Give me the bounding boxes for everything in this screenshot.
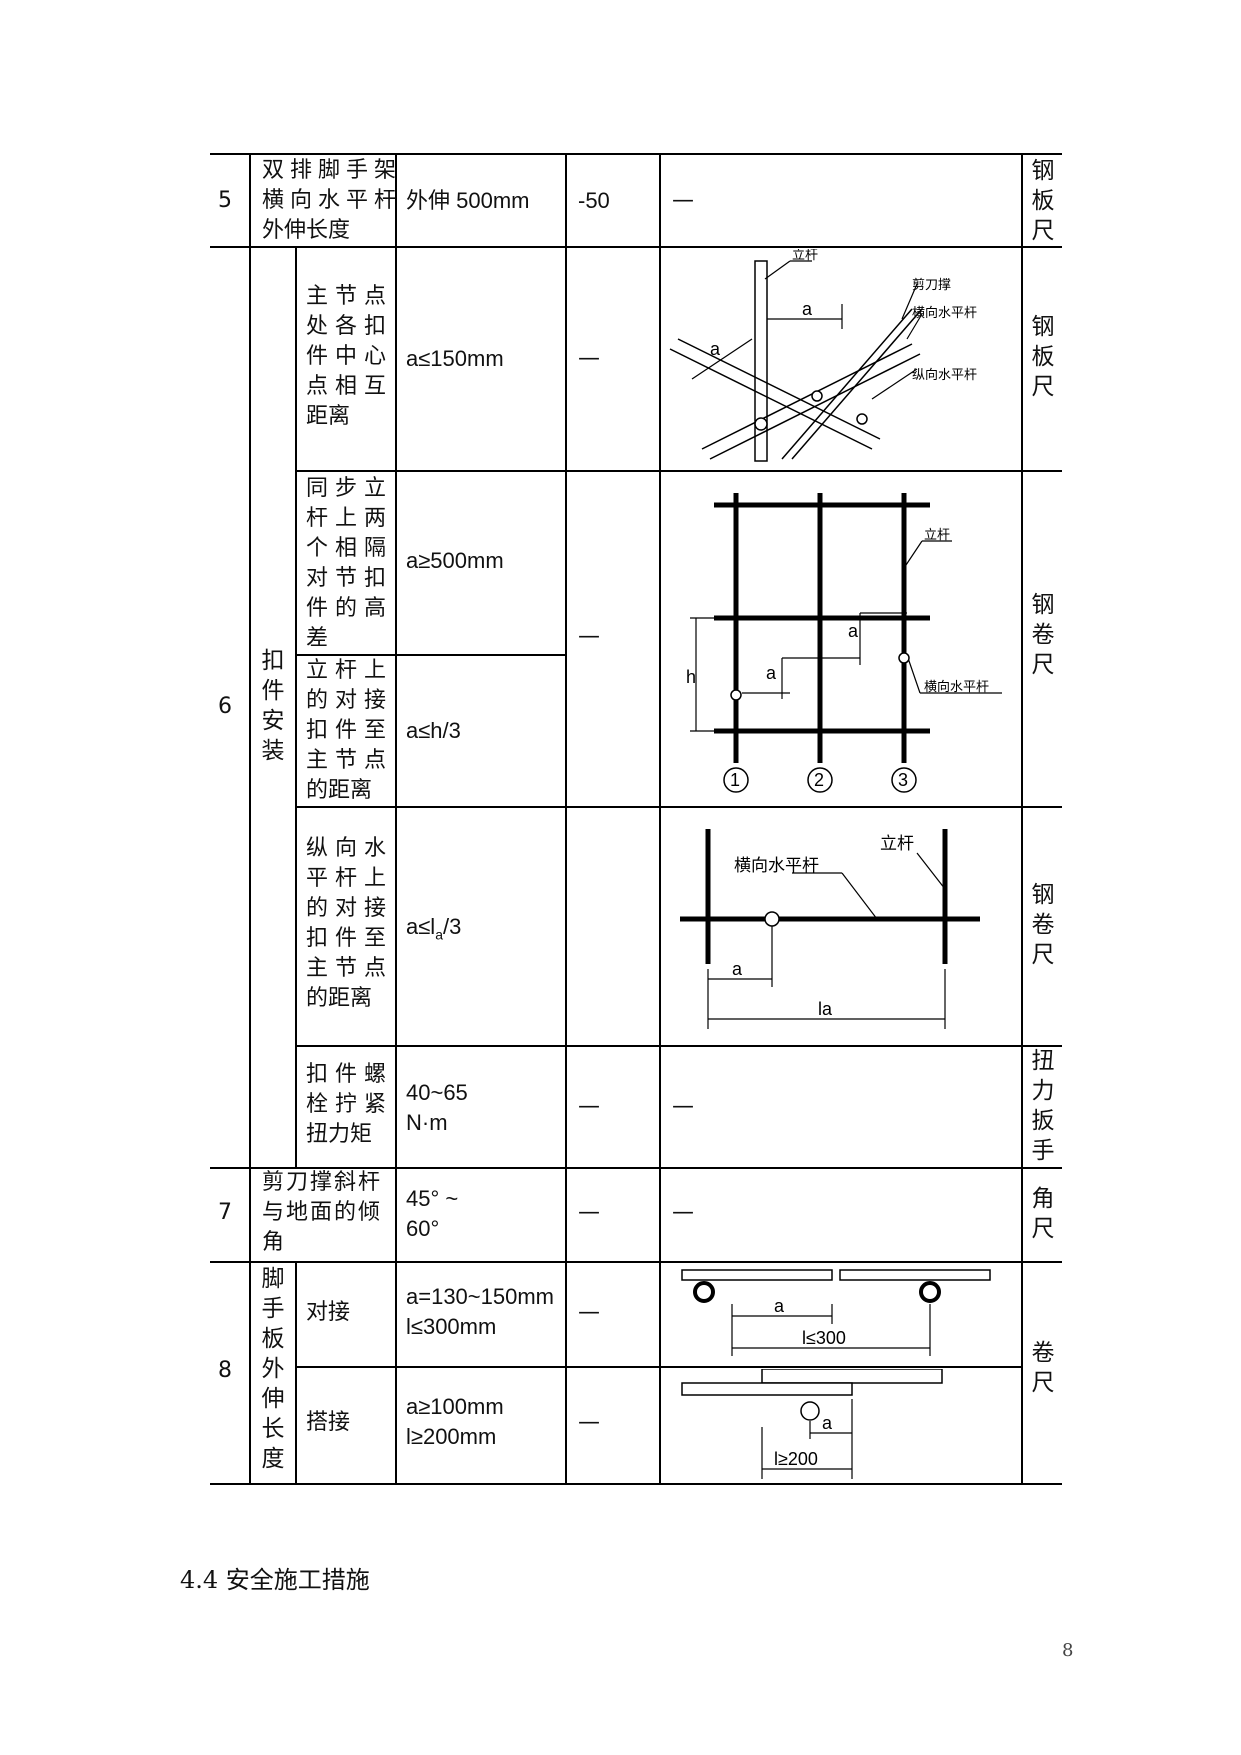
d2-label-1: 立杆 <box>924 528 950 543</box>
d1-label-2: 剪刀撑 <box>912 277 951 293</box>
row-5-diagram: — <box>672 188 694 213</box>
row-6d-item: 纵 向 水 平 杆 上 的 对 接 扣 件 至 主 节 点 的距离 <box>306 836 386 1011</box>
row-8a-tolerance: — <box>578 1300 600 1325</box>
d1-label-4: 纵向水平杆 <box>912 367 977 383</box>
d1-label-1: 立杆 <box>792 249 818 263</box>
row-8a-item: 对接 <box>306 1300 351 1325</box>
row-5-item: 双排脚手架 横向水平杆 外伸长度 <box>262 158 403 243</box>
d2-dim-h: h <box>686 667 696 687</box>
d2-circle-1: 1 <box>730 770 740 790</box>
row-8b-tolerance: — <box>578 1410 600 1435</box>
row-7-standard: 45° ~ 60° <box>406 1186 459 1241</box>
row-6c-standard: a≤h/3 <box>406 718 461 743</box>
row-6a-item: 主 节 点 处 各 扣 件 中 心 点 相 互 距离 <box>306 284 386 429</box>
row-7-item: 剪刀撑斜杆 与地面的倾 角 <box>262 1170 383 1255</box>
row-7-diagram: — <box>672 1200 694 1225</box>
d1-label-3: 横向水平杆 <box>912 305 977 321</box>
diagram-node-coupler: 立杆 剪刀撑 横向水平杆 纵向水平杆 a a <box>669 249 977 462</box>
d4-dim-l: l≤300 <box>802 1328 846 1348</box>
row-7-tolerance: — <box>578 1200 600 1225</box>
row-6-number: 6 <box>218 694 232 719</box>
row-6e-item: 扣 件 螺 栓 拧 紧 扭力矩 <box>306 1062 386 1147</box>
d3-dim-la: la <box>818 999 833 1019</box>
row-5-tool: 钢 板 尺 <box>1031 158 1055 244</box>
d2-label-2: 横向水平杆 <box>924 679 989 695</box>
d2-circle-2: 2 <box>814 770 824 790</box>
row-8-tool: 卷 尺 <box>1031 1340 1055 1396</box>
row-8b-item: 搭接 <box>306 1410 351 1435</box>
diagram-butt-joint: a l≤300 <box>681 1269 991 1356</box>
section-heading: 4.4 安全施工措施 <box>180 1566 370 1594</box>
d3-label-2: 横向水平杆 <box>734 856 819 876</box>
row-6e-tool: 扭 力 扳 手 <box>1031 1048 1055 1164</box>
row-6e-diagram: — <box>672 1094 694 1119</box>
d1-dim-a2: a <box>710 339 721 359</box>
row-6bc-tool: 钢 卷 尺 <box>1031 592 1055 678</box>
row-8b-standard: a≥100mm l≥200mm <box>406 1394 504 1449</box>
row-5-number: 5 <box>218 188 232 213</box>
row-6b-standard: a≥500mm <box>406 548 504 573</box>
page-number: 8 <box>1062 1640 1074 1661</box>
row-6-group: 扣 件 安 装 <box>261 648 285 764</box>
diagram-upright-grid: 立杆 横向水平杆 h a a 1 2 3 <box>686 493 1002 793</box>
row-7-tool: 角 尺 <box>1031 1186 1055 1242</box>
d2-circle-3: 3 <box>898 770 908 790</box>
row-6e-standard: 40~65 N·m <box>406 1080 468 1135</box>
row-8-number: 8 <box>218 1358 232 1383</box>
row-8a-standard: a=130~150mm l≤300mm <box>406 1284 554 1339</box>
row-6e-tolerance: — <box>578 1094 600 1119</box>
d5-dim-l: l≥200 <box>774 1449 818 1469</box>
row-5-tolerance: -50 <box>578 188 610 213</box>
row-6b-item: 同 步 立 杆 上 两 个 相 隔 对 节 扣 件 的 高 差 <box>306 476 386 651</box>
row-6c-item: 立 杆 上 的 对 接 扣 件 至 主 节 点 的距离 <box>306 658 386 803</box>
d1-dim-a: a <box>802 299 813 319</box>
d3-label-1: 立杆 <box>880 834 914 854</box>
diagram-lap-joint: a l≥200 <box>681 1369 943 1479</box>
row-6bc-tolerance: — <box>578 624 600 649</box>
row-6a-standard: a≤150mm <box>406 346 504 371</box>
d2-dim-a1: a <box>766 663 777 683</box>
d4-dim-a: a <box>774 1296 785 1316</box>
row-6a-tool: 钢 板 尺 <box>1031 314 1055 400</box>
diagram-longitudinal-bar: 立杆 横向水平杆 a la <box>680 829 980 1029</box>
row-5-standard: 外伸 500mm <box>406 188 530 213</box>
row-7-number: 7 <box>218 1200 232 1225</box>
row-8-group: 脚 手 板 外 伸 长 度 <box>261 1266 285 1472</box>
d2-dim-a2: a <box>848 621 859 641</box>
row-6a-tolerance: — <box>578 346 600 371</box>
row-6d-tool: 钢 卷 尺 <box>1031 882 1055 968</box>
d5-dim-a: a <box>822 1413 833 1433</box>
d3-dim-a: a <box>732 959 743 979</box>
row-6d-standard: a≤la/3 <box>406 914 462 943</box>
